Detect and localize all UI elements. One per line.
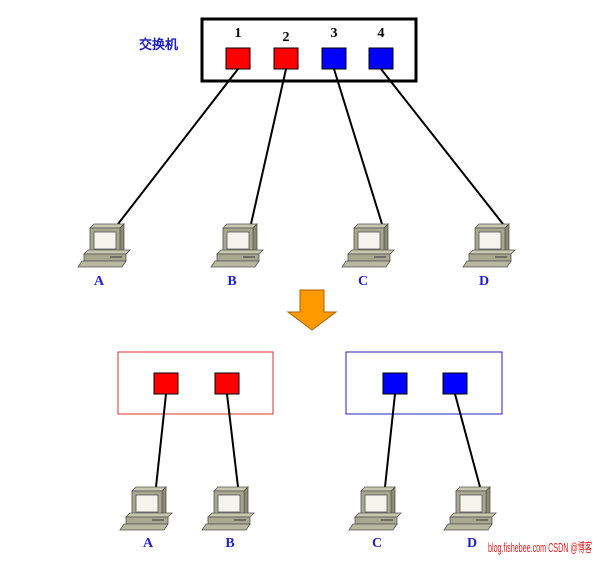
port — [442, 372, 468, 395]
switch-port-4 — [368, 47, 394, 70]
cable — [226, 393, 239, 488]
cable — [117, 68, 239, 225]
switch: 交换机 1 2 3 4 — [139, 17, 418, 83]
port — [382, 372, 408, 395]
computer-label: B — [227, 274, 236, 289]
cable — [384, 393, 396, 488]
computer-icon — [119, 486, 173, 531]
port-number: 2 — [283, 30, 290, 45]
port — [153, 372, 179, 395]
computer-icon — [210, 223, 264, 268]
down-arrow-icon — [286, 289, 338, 331]
port-number: 3 — [331, 26, 338, 41]
cable — [333, 68, 383, 225]
computer-label: C — [358, 274, 368, 289]
port-number: 1 — [235, 26, 242, 41]
switch-title: 交换机 — [139, 37, 178, 53]
computer-icon — [341, 223, 395, 268]
port — [214, 372, 240, 395]
vlan-blue-box — [345, 351, 503, 415]
switch-port-1 — [225, 47, 251, 70]
computer-label: B — [225, 536, 234, 551]
vlan-red-box — [117, 351, 274, 415]
computer-label: A — [94, 274, 105, 289]
switch-port-2 — [273, 47, 299, 70]
watermark: blog.fishebee.com CSDN @博客 — [488, 540, 592, 555]
computer-icon — [462, 223, 516, 268]
computer-label: C — [372, 536, 382, 551]
computer-icon — [348, 486, 402, 531]
computer-label: A — [143, 536, 154, 551]
computer-label: D — [467, 536, 477, 551]
computer-icon — [443, 486, 497, 531]
computer-icon — [77, 223, 131, 268]
cable — [380, 68, 504, 225]
cable — [250, 68, 287, 225]
computer-label: D — [479, 274, 489, 289]
cable — [454, 393, 481, 488]
cable — [155, 393, 167, 488]
port-number: 4 — [378, 26, 385, 41]
switch-port-3 — [321, 47, 347, 70]
computer-icon — [201, 486, 255, 531]
